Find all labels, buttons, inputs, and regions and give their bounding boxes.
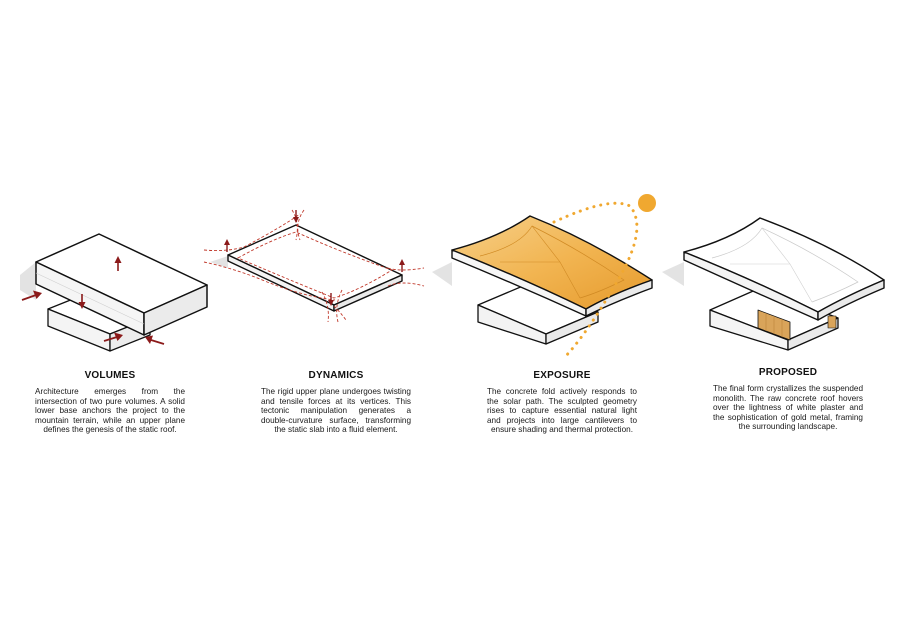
dynamics-shadow [210,256,228,268]
arrow-up-icon [224,239,230,252]
folded-roof [451,215,653,317]
dynamics-force-arrows [224,210,405,306]
panel-volumes: VOLUMES Architecture emerges from the in… [35,370,185,435]
panel-description: The rigid upper plane undergoes twisting… [261,387,411,435]
proposed-illustration [662,217,885,351]
arrow-left-icon [145,335,165,345]
proposed-shadow [662,262,684,286]
exposure-shadow [432,262,452,286]
upper-plane-volume [35,233,208,336]
panel-title: EXPOSURE [533,370,591,381]
panel-description: Architecture emerges from the intersecti… [35,387,185,435]
volumes-shadow [20,262,36,300]
proposed-base-volume [709,287,839,351]
volumes-illustration [20,233,208,352]
solar-path [552,194,656,360]
arrow-right-icon [21,290,42,301]
deformation-curves [203,209,425,323]
upper-plane-slab [227,224,403,312]
volume-force-arrows [21,256,165,345]
dynamics-illustration [203,209,425,323]
arrow-right-icon [103,332,123,342]
panel-title: VOLUMES [84,370,136,381]
exposure-illustration [432,194,656,360]
panel-exposure: EXPOSURE The concrete fold actively resp… [487,370,637,435]
panel-proposed: PROPOSED The final form crystallizes the… [713,367,863,432]
arrow-down-icon [328,293,334,306]
proposed-roof [683,217,885,321]
sun-icon [638,194,656,212]
arrow-up-icon [399,259,405,272]
exposure-base-volume [477,282,599,345]
arrow-down-icon [78,294,86,309]
arrow-up-icon [114,256,122,271]
panel-title: DYNAMICS [308,370,364,381]
panel-title: PROPOSED [758,367,818,378]
panel-description: The concrete fold actively responds to t… [487,387,637,435]
arrow-down-icon [293,210,299,223]
panel-description: The final form crystallizes the suspende… [713,384,863,432]
panel-dynamics: DYNAMICS The rigid upper plane undergoes… [261,370,411,435]
